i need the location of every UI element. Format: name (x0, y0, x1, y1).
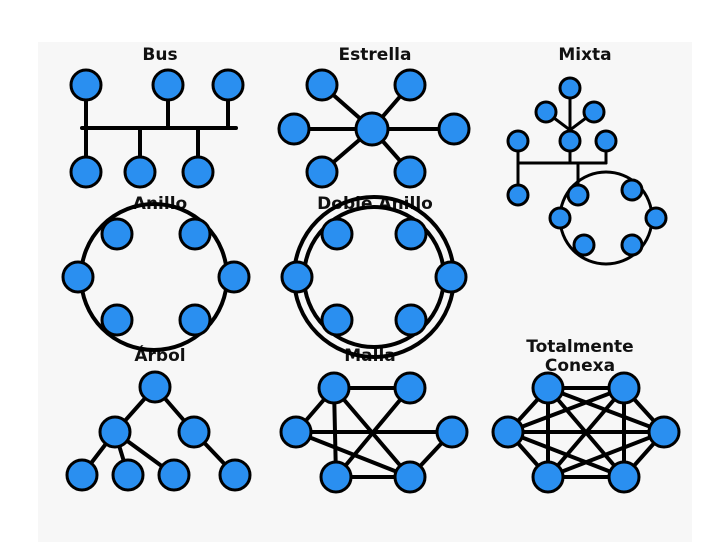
full-mesh-link (506, 430, 626, 479)
star-node (277, 112, 311, 146)
title-bus: Bus (142, 45, 178, 65)
bus-node (123, 155, 157, 189)
bus-node (69, 155, 103, 189)
double-ring-node (320, 303, 354, 337)
mesh-node (435, 415, 469, 449)
bus-node (181, 155, 215, 189)
tree-node (177, 415, 211, 449)
ring-node (217, 260, 251, 294)
mixed-node (558, 129, 582, 153)
mixed-node (582, 100, 606, 124)
mesh-link (334, 386, 412, 479)
title-estrella: Estrella (338, 45, 412, 65)
mixed-ring-node (644, 206, 668, 230)
ring-node (178, 217, 212, 251)
mixed-node (506, 129, 530, 153)
mixed-node (506, 183, 530, 207)
mixed-ring-node (620, 178, 644, 202)
mesh-node (317, 371, 351, 405)
mixed-ring-node (548, 206, 572, 230)
full-mesh-node (607, 460, 641, 494)
ring-node (61, 260, 95, 294)
full-mesh-node (531, 460, 565, 494)
mixed-node (534, 100, 558, 124)
double-ring-node (434, 260, 468, 294)
bus-node (211, 68, 245, 102)
full-mesh-node (491, 415, 525, 449)
double-ring-node (320, 217, 354, 251)
title-conexa: Conexa (544, 356, 616, 376)
full-mesh-link (546, 430, 666, 479)
mesh-node (279, 415, 313, 449)
title-mixta: Mixta (558, 45, 612, 65)
full-mesh-link (506, 386, 626, 434)
bus-node (151, 68, 185, 102)
mixed-ring-node (572, 233, 596, 257)
full-mesh-node (607, 371, 641, 405)
mesh-node (393, 460, 427, 494)
tree-node (111, 458, 145, 492)
star-node (437, 112, 471, 146)
title-doble-anillo: Doble Anillo (317, 194, 433, 214)
tree-node (98, 415, 132, 449)
ring-node (100, 217, 134, 251)
star-node (393, 68, 427, 102)
full-mesh-node (647, 415, 681, 449)
double-ring-outer-line (292, 195, 456, 359)
double-ring-node (394, 217, 428, 251)
star-node (305, 68, 339, 102)
tree-node (218, 458, 252, 492)
bus-node (69, 68, 103, 102)
double-ring-node (394, 303, 428, 337)
title-totalmente: Totalmente (526, 337, 634, 357)
tree-node (157, 458, 191, 492)
mesh-node (319, 460, 353, 494)
tree-node (138, 370, 172, 404)
mixed-ring-node (566, 183, 590, 207)
full-mesh-node (531, 371, 565, 405)
star-hub-node (354, 111, 390, 147)
ring-node (178, 303, 212, 337)
double-ring-node (280, 260, 314, 294)
mixed-ring-node (620, 233, 644, 257)
tree-node (65, 458, 99, 492)
star-node (393, 155, 427, 189)
ring-node (100, 303, 134, 337)
mixed-node (594, 129, 618, 153)
mesh-node (393, 371, 427, 405)
star-node (305, 155, 339, 189)
mixed-node (558, 76, 582, 100)
